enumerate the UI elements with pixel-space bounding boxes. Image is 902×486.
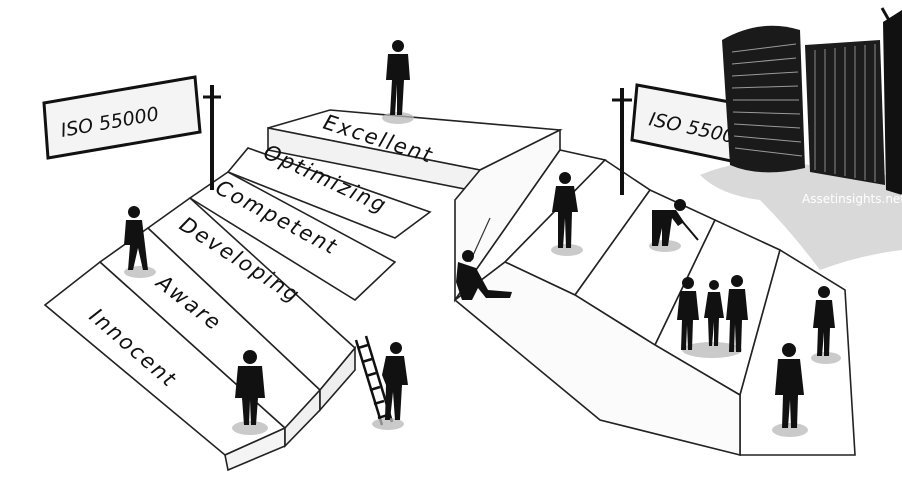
person-icon (704, 280, 724, 346)
person-icon (552, 172, 578, 248)
person-icon (652, 199, 699, 246)
person-icon (124, 206, 148, 270)
person-icon (775, 343, 804, 428)
person-icon (386, 40, 410, 115)
watermark: Assetinsights.net (802, 192, 902, 206)
person-icon (677, 277, 699, 350)
person-icon (382, 342, 408, 420)
person-icon (813, 286, 835, 356)
person-icon (456, 250, 512, 300)
person-icon (235, 350, 265, 425)
building-icon (722, 7, 902, 195)
step-competent (188, 171, 397, 302)
left-iso-sign: ISO 55000 (42, 75, 221, 190)
step-optimizing (226, 147, 432, 239)
building-cloud: Assetinsights.net (700, 7, 902, 270)
people-silhouettes (124, 40, 835, 428)
left-staircase (43, 109, 563, 472)
person-icon (726, 275, 748, 352)
